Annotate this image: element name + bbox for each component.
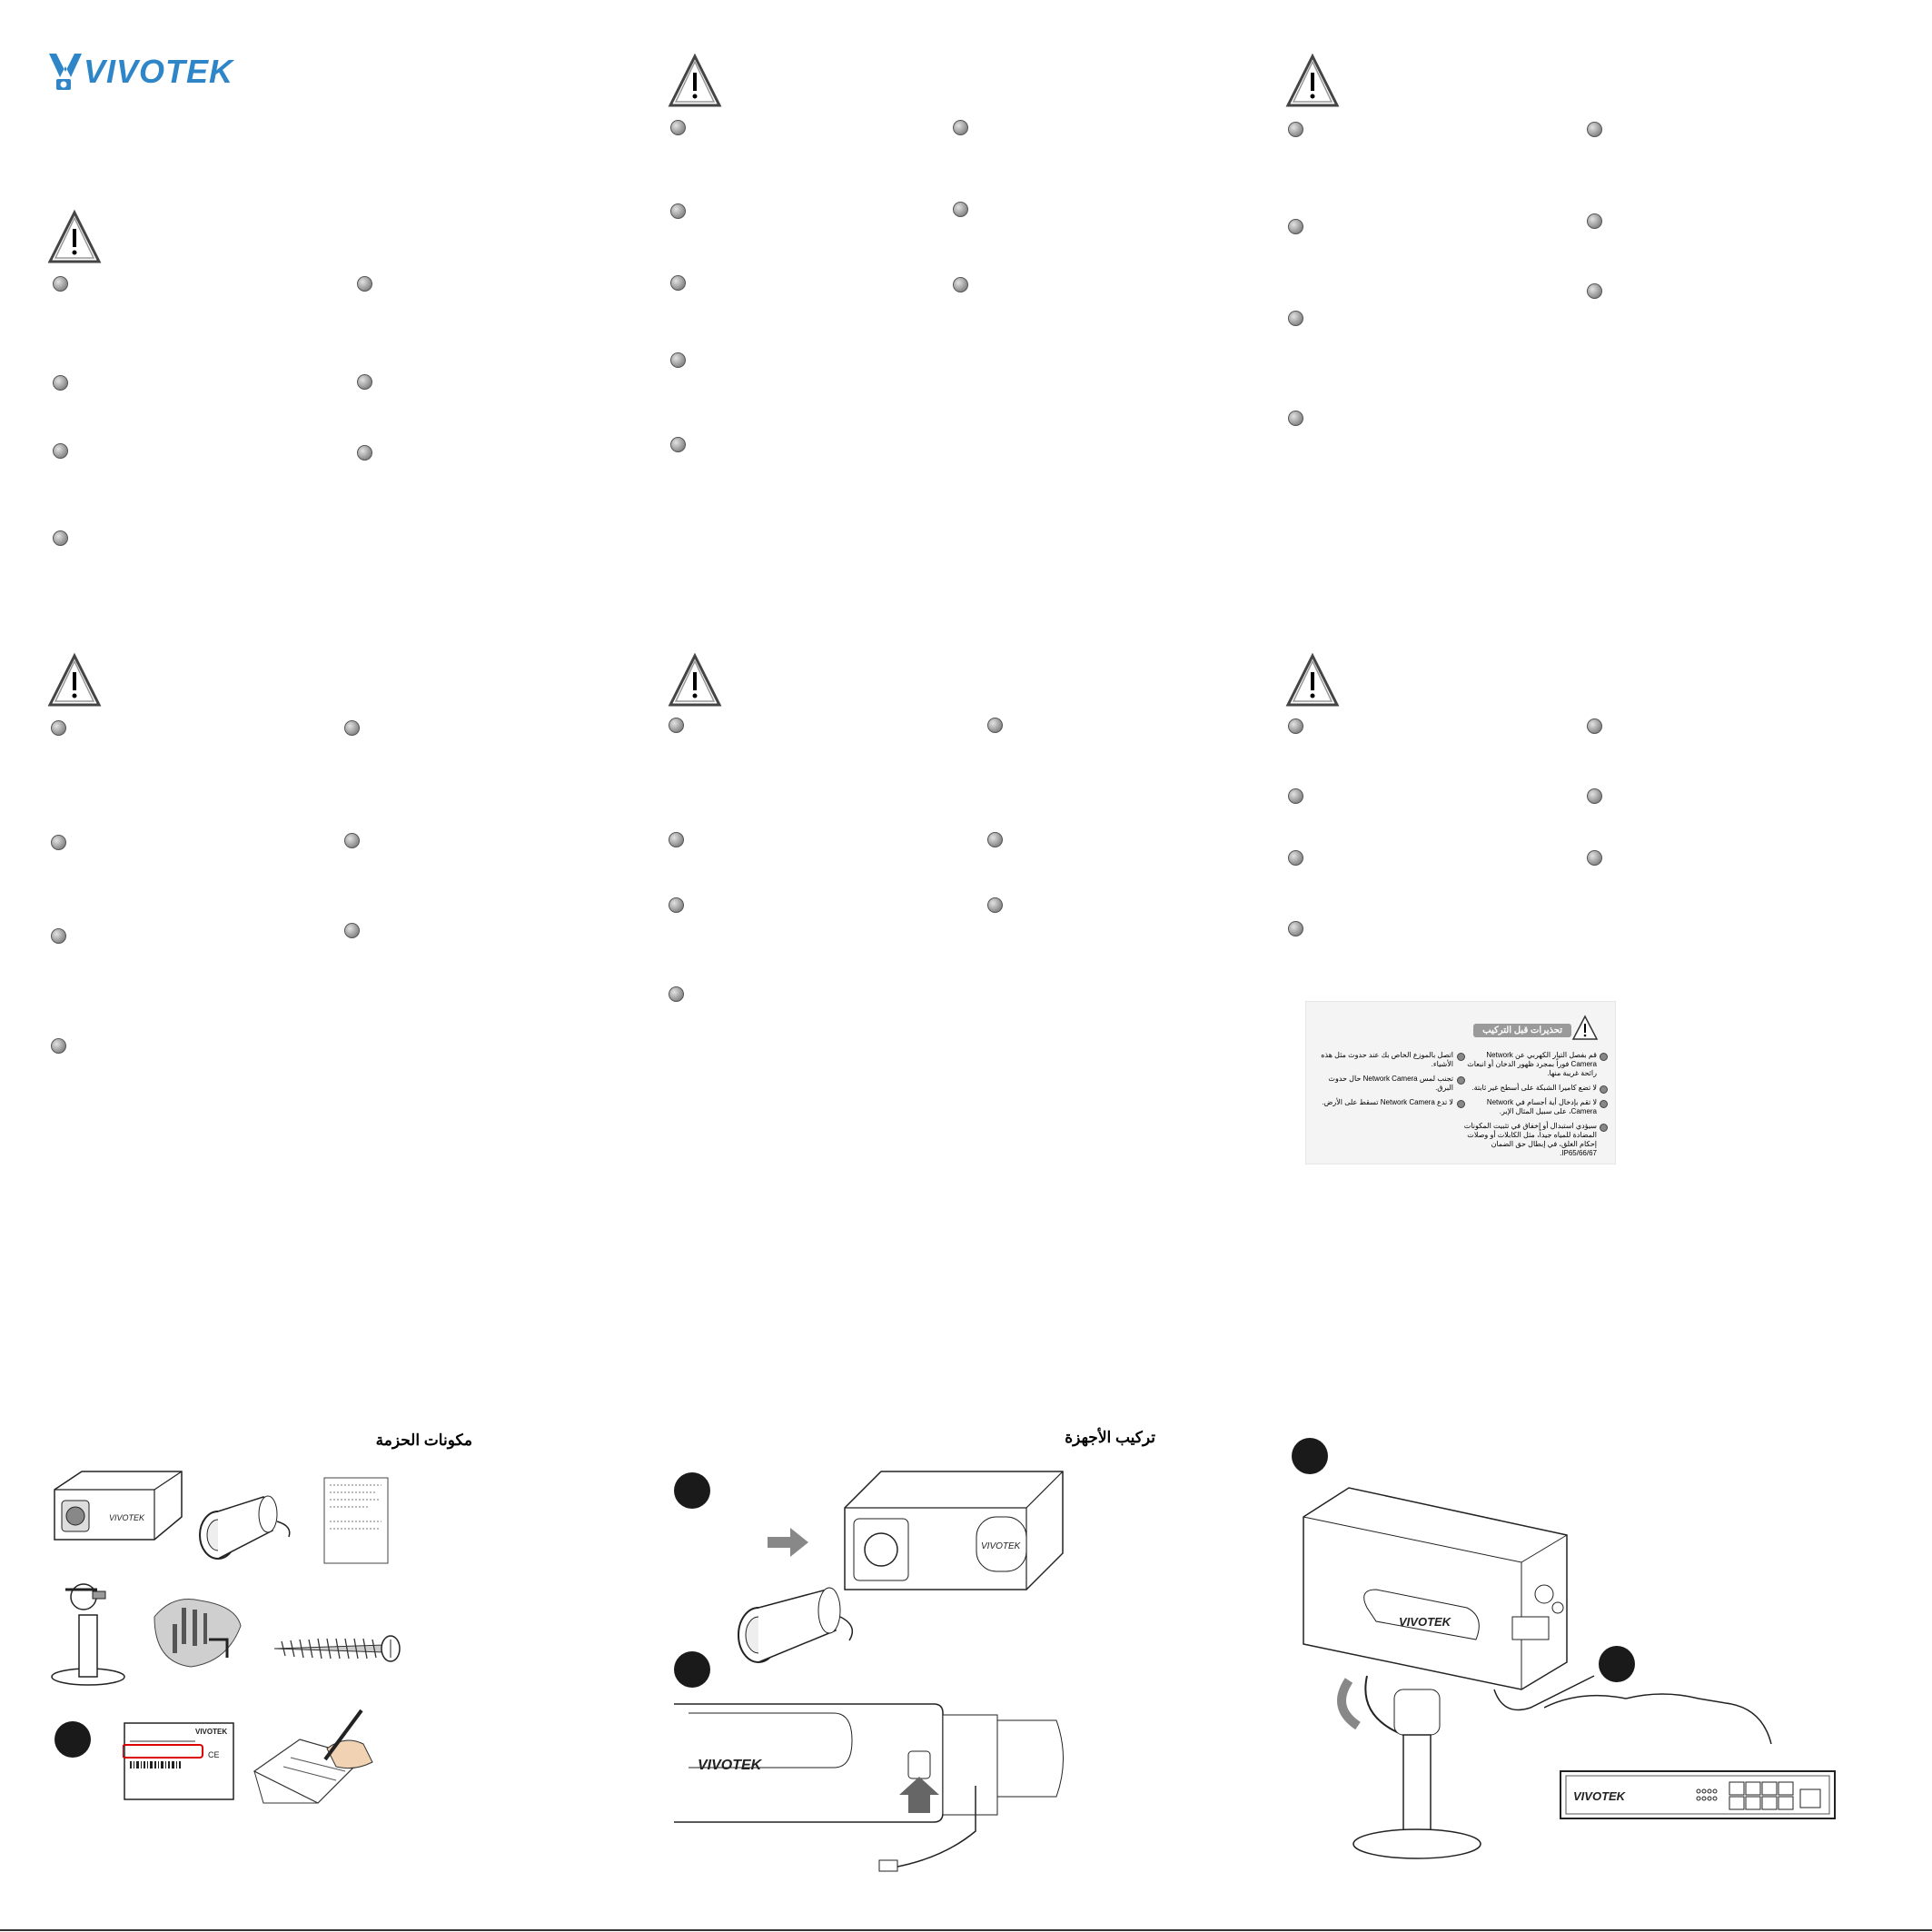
- svg-text:VIVOTEK: VIVOTEK: [981, 1541, 1022, 1551]
- bullet-icon: [1600, 1053, 1608, 1061]
- inset-title: تحذيرات قبل التركيب: [1473, 1024, 1571, 1037]
- step-number-icon: [674, 1472, 710, 1509]
- bullet-icon: [670, 437, 686, 452]
- warning-triangle-icon: [1285, 53, 1340, 107]
- lens-illustration: [199, 1495, 291, 1560]
- bullet-icon: [670, 275, 686, 291]
- warning-triangle-icon: [1285, 652, 1340, 707]
- camera-on-stand-illustration: VIVOTEK: [1303, 1487, 1595, 1859]
- bullet-icon: [1288, 411, 1303, 426]
- camera-stand-illustration: [51, 1583, 125, 1686]
- bullet-icon: [1457, 1100, 1465, 1108]
- bullet-icon: [357, 374, 372, 390]
- inset-item: تجنب لمس Network Camera حال حدوث البرق.: [1328, 1075, 1453, 1092]
- bullet-icon: [53, 443, 68, 459]
- bullet-icon: [1288, 311, 1303, 326]
- camera-side-iris-connector-illustration: VIVOTEK: [674, 1703, 1064, 1872]
- page-bottom-rule: [0, 1929, 1932, 1931]
- bullet-icon: [1587, 788, 1602, 804]
- warning-triangle-icon: [1571, 1015, 1599, 1040]
- warning-triangle-icon: [47, 209, 102, 263]
- bullet-icon: [51, 928, 66, 944]
- camera-body-illustration: VIVOTEK: [54, 1471, 183, 1541]
- bullet-icon: [357, 276, 372, 292]
- bullet-icon: [1288, 921, 1303, 936]
- bullet-icon: [53, 375, 68, 391]
- bullet-icon: [1587, 122, 1602, 137]
- quick-guide-illustration: [323, 1477, 389, 1564]
- switch-logo-text: VIVOTEK: [1573, 1789, 1627, 1803]
- warranty-card-signing-illustration: [253, 1709, 373, 1804]
- inset-item: قم بفصل التيار الكهربي عن Network Camera…: [1467, 1051, 1597, 1077]
- bullet-icon: [987, 718, 1003, 733]
- inset-item: سيؤدي استبدال أو إخفاق في تثبيت المكونات…: [1463, 1122, 1597, 1157]
- svg-text:VIVOTEK: VIVOTEK: [698, 1758, 763, 1773]
- bullet-icon: [1288, 850, 1303, 866]
- bullet-icon: [51, 1038, 66, 1054]
- pre-install-warning-inset: تحذيرات قبل التركيب قم بفصل التيار الكهر…: [1305, 1001, 1616, 1164]
- bullet-icon: [53, 276, 68, 292]
- bullet-icon: [669, 986, 684, 1002]
- bullet-icon: [669, 718, 684, 733]
- bullet-icon: [1600, 1100, 1608, 1108]
- step-number-icon: [1599, 1646, 1635, 1682]
- bullet-icon: [669, 832, 684, 847]
- bullet-icon: [1288, 788, 1303, 804]
- bullet-icon: [1457, 1076, 1465, 1085]
- bullet-icon: [987, 897, 1003, 913]
- package-contents-title: مكونات الحزمة: [375, 1432, 472, 1449]
- bullet-icon: [1288, 219, 1303, 234]
- bullet-icon: [1288, 122, 1303, 137]
- warning-triangle-icon: [668, 652, 722, 707]
- long-screw-illustration: [273, 1635, 401, 1662]
- bullet-icon: [51, 720, 66, 736]
- vivotek-logo: VIVOTEK: [47, 50, 233, 94]
- svg-text:VIVOTEK: VIVOTEK: [1399, 1615, 1452, 1629]
- bullet-icon: [1457, 1053, 1465, 1061]
- bullet-icon: [987, 832, 1003, 847]
- step-number-icon: [1292, 1438, 1328, 1474]
- hardware-install-title: تركيب الأجهزة: [1065, 1429, 1155, 1446]
- bullet-icon: [953, 120, 968, 135]
- bullet-icon: [1587, 283, 1602, 299]
- bullet-icon: [344, 923, 360, 938]
- bullet-icon: [953, 277, 968, 292]
- svg-text:VIVOTEK: VIVOTEK: [109, 1513, 145, 1522]
- warning-triangle-icon: [47, 652, 102, 707]
- bullet-icon: [1587, 213, 1602, 229]
- bullet-icon: [344, 833, 360, 848]
- bullet-icon: [670, 120, 686, 135]
- bullet-icon: [357, 445, 372, 461]
- step-number-icon: [54, 1721, 91, 1758]
- step-number-icon: [674, 1651, 710, 1688]
- bullet-icon: [53, 530, 68, 546]
- inset-item: لا تضع كاميرا الشبكة على أسطح غير ثابتة.: [1471, 1084, 1597, 1092]
- inset-item: لا تقم بإدخال أية أجسام في Network Camer…: [1486, 1098, 1597, 1115]
- inset-item: اتصل بالموزع الخاص بك عند حدوث مثل هذه ا…: [1321, 1051, 1453, 1068]
- logo-text: VIVOTEK: [84, 53, 234, 90]
- bullet-icon: [1288, 718, 1303, 734]
- svg-text:VIVOTEK: VIVOTEK: [195, 1728, 227, 1736]
- svg-text:CE: CE: [208, 1750, 220, 1759]
- bullet-icon: [669, 897, 684, 913]
- bullet-icon: [1587, 850, 1602, 866]
- screws-pack-illustration: [154, 1599, 242, 1668]
- bullet-icon: [51, 835, 66, 850]
- inset-item: لا تدع Network Camera تسقط على الأرض.: [1322, 1098, 1453, 1106]
- bullet-icon: [670, 203, 686, 219]
- bullet-icon: [1587, 718, 1602, 734]
- serial-label-illustration: VIVOTEK CE: [123, 1722, 234, 1800]
- lens-attach-illustration: VIVOTEK: [738, 1471, 1064, 1663]
- bullet-icon: [953, 202, 968, 217]
- bullet-icon: [1600, 1124, 1608, 1132]
- bullet-icon: [670, 352, 686, 368]
- bullet-icon: [344, 720, 360, 736]
- logo-mark-icon: [49, 54, 82, 90]
- bullet-icon: [1600, 1085, 1608, 1094]
- poe-switch-illustration: VIVOTEK: [1544, 1693, 1836, 1819]
- warning-triangle-icon: [668, 53, 722, 107]
